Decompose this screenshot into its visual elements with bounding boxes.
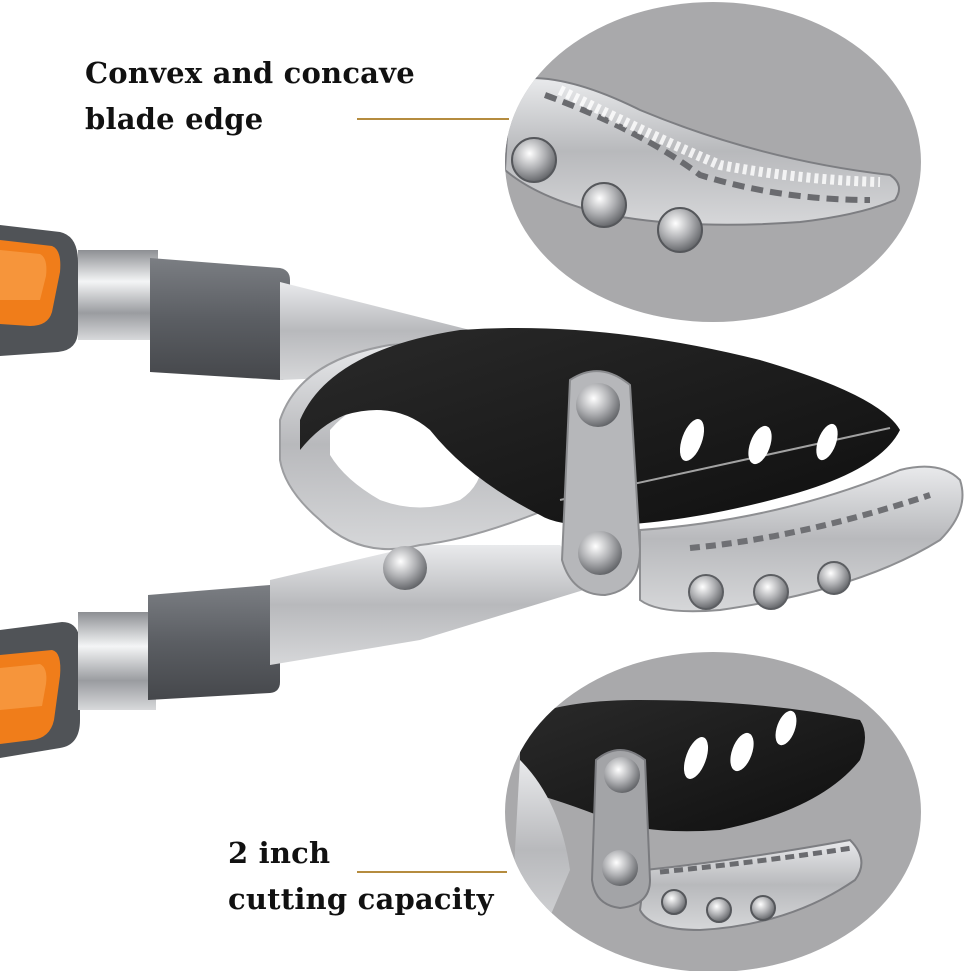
lower-handle [0,545,600,758]
callout-top-line2: blade edge [85,102,264,136]
upper-handle [0,225,470,380]
lopper-main [0,225,964,758]
callout-leader-bottom [357,871,507,873]
callout-leader-top [357,118,509,120]
callout-bottom-line1: 2 inch [228,836,331,870]
callout-top-line1: Convex and concave [85,56,415,90]
detail-circle-top [505,2,921,322]
callout-blade-edge: Convex and concave blade edge [85,50,415,142]
callout-cutting-capacity: 2 inch cutting capacity [228,830,528,922]
callout-bottom-line2: cutting capacity [228,882,494,916]
detail-circle-bottom [505,652,921,971]
